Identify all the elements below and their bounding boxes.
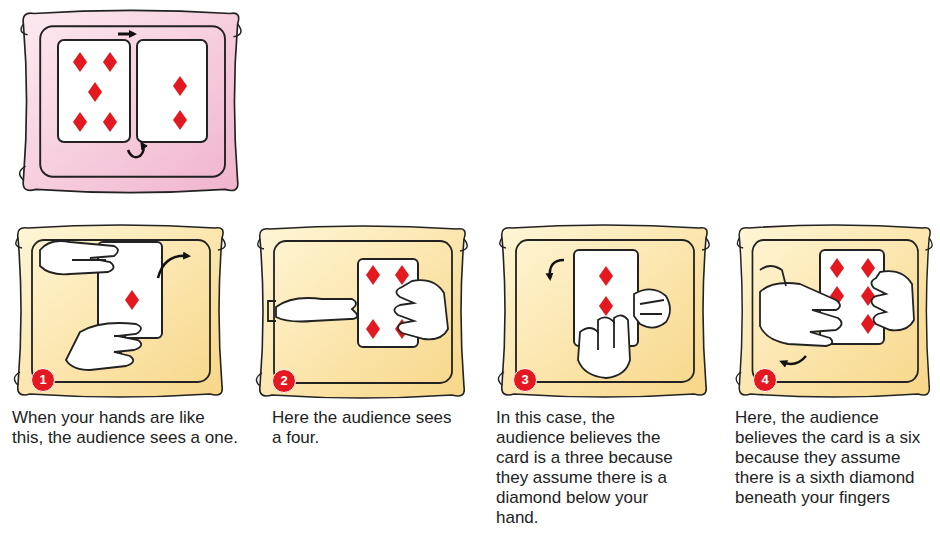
top-scroll	[20, 10, 241, 192]
panel-scroll	[498, 225, 709, 397]
caption-text: In this case, the audience believes the …	[496, 408, 676, 528]
caption-text: When your hands are like this, the audie…	[12, 408, 240, 448]
panel-scroll	[736, 225, 932, 397]
caption-text: Here the audience sees a four.	[272, 408, 462, 448]
callout-number: 3	[513, 368, 537, 392]
callout-number: 2	[272, 369, 296, 393]
callout-number: 4	[753, 368, 777, 392]
callout-number: 1	[31, 368, 55, 392]
panel-scroll	[256, 226, 467, 398]
panel-scroll	[14, 225, 225, 397]
caption-text: Here, the audience believes the card is …	[735, 408, 933, 508]
card-and-hands	[760, 250, 914, 364]
top-cards	[58, 34, 207, 157]
